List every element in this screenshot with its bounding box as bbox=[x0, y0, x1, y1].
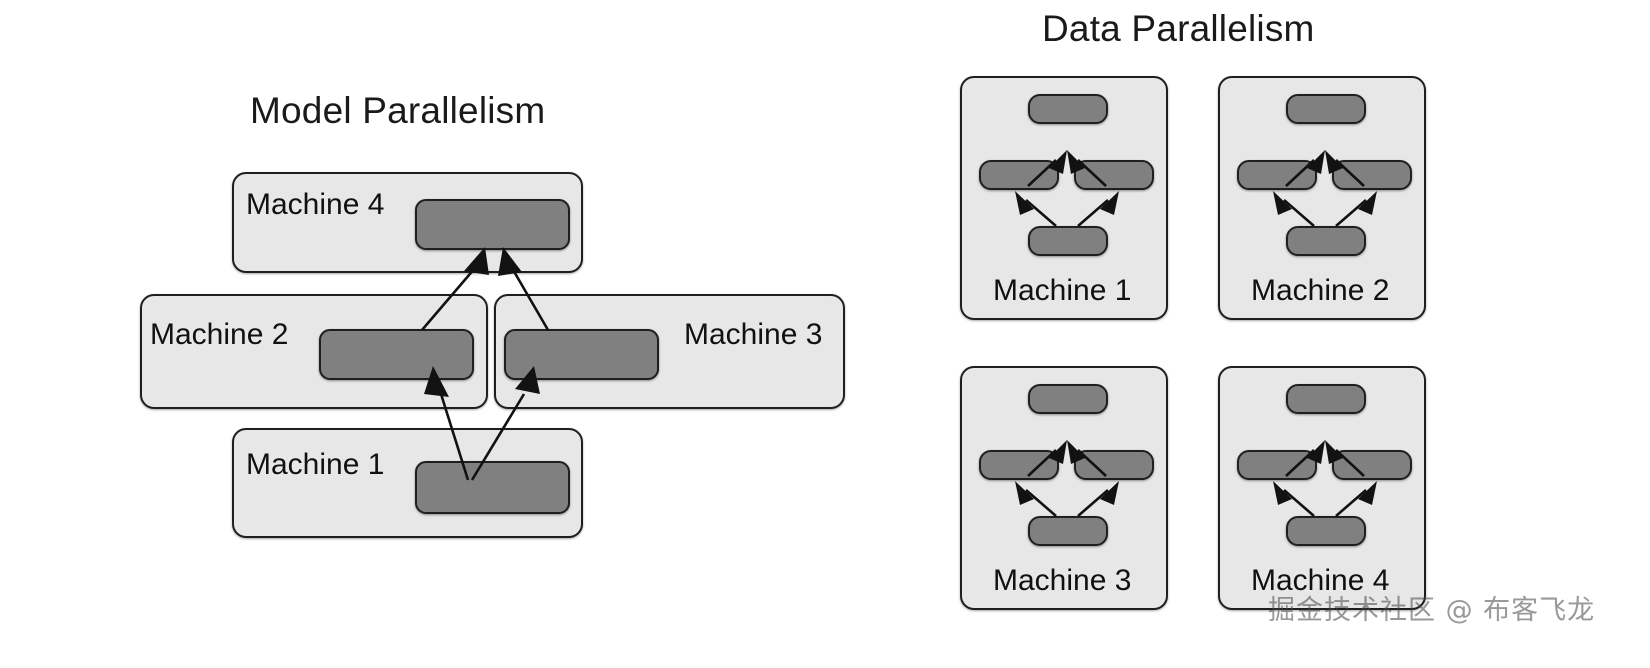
dp3-hidden-left-block[interactable] bbox=[979, 450, 1059, 480]
dp1-output-block[interactable] bbox=[1028, 94, 1108, 124]
mp-machine-1-label: Machine 1 bbox=[246, 448, 385, 481]
dp-machine-2-panel[interactable]: Machine 2 bbox=[1218, 76, 1426, 320]
dp3-input-block[interactable] bbox=[1028, 516, 1108, 546]
dp3-hidden-right-block[interactable] bbox=[1074, 450, 1154, 480]
dp-machine-1-panel[interactable]: Machine 1 bbox=[960, 76, 1168, 320]
model-parallelism-title: Model Parallelism bbox=[250, 90, 546, 131]
dp4-hidden-left-block[interactable] bbox=[1237, 450, 1317, 480]
watermark-text: 掘金技术社区 @ 布客飞龙 bbox=[1268, 595, 1596, 626]
data-parallelism-title: Data Parallelism bbox=[1042, 8, 1315, 49]
dp4-input-block[interactable] bbox=[1286, 516, 1366, 546]
mp-machine-1-panel[interactable]: Machine 1 bbox=[232, 428, 583, 538]
dp-machine-3-panel[interactable]: Machine 3 bbox=[960, 366, 1168, 610]
mp-machine-3-label: Machine 3 bbox=[684, 318, 823, 351]
dp2-input-block[interactable] bbox=[1286, 226, 1366, 256]
mp-machine-1-shard[interactable] bbox=[415, 461, 570, 514]
mp-machine-2-panel[interactable]: Machine 2 bbox=[140, 294, 488, 409]
mp-machine-4-label: Machine 4 bbox=[246, 188, 385, 221]
dp-machine-4-panel[interactable]: Machine 4 bbox=[1218, 366, 1426, 610]
dp4-hidden-right-block[interactable] bbox=[1332, 450, 1412, 480]
dp1-input-block[interactable] bbox=[1028, 226, 1108, 256]
mp-machine-4-shard[interactable] bbox=[415, 199, 570, 250]
dp3-output-block[interactable] bbox=[1028, 384, 1108, 414]
dp2-hidden-left-block[interactable] bbox=[1237, 160, 1317, 190]
dp4-output-block[interactable] bbox=[1286, 384, 1366, 414]
mp-machine-3-shard[interactable] bbox=[504, 329, 659, 380]
dp-machine-2-label: Machine 2 bbox=[1251, 274, 1390, 307]
mp-machine-3-panel[interactable]: Machine 3 bbox=[494, 294, 845, 409]
dp1-hidden-right-block[interactable] bbox=[1074, 160, 1154, 190]
dp-machine-1-label: Machine 1 bbox=[993, 274, 1132, 307]
dp-machine-3-label: Machine 3 bbox=[993, 564, 1132, 597]
dp2-output-block[interactable] bbox=[1286, 94, 1366, 124]
dp2-hidden-right-block[interactable] bbox=[1332, 160, 1412, 190]
mp-machine-2-label: Machine 2 bbox=[150, 318, 289, 351]
mp-machine-4-panel[interactable]: Machine 4 bbox=[232, 172, 583, 273]
dp-machine-4-label: Machine 4 bbox=[1251, 564, 1390, 597]
mp-machine-2-shard[interactable] bbox=[319, 329, 474, 380]
dp1-hidden-left-block[interactable] bbox=[979, 160, 1059, 190]
